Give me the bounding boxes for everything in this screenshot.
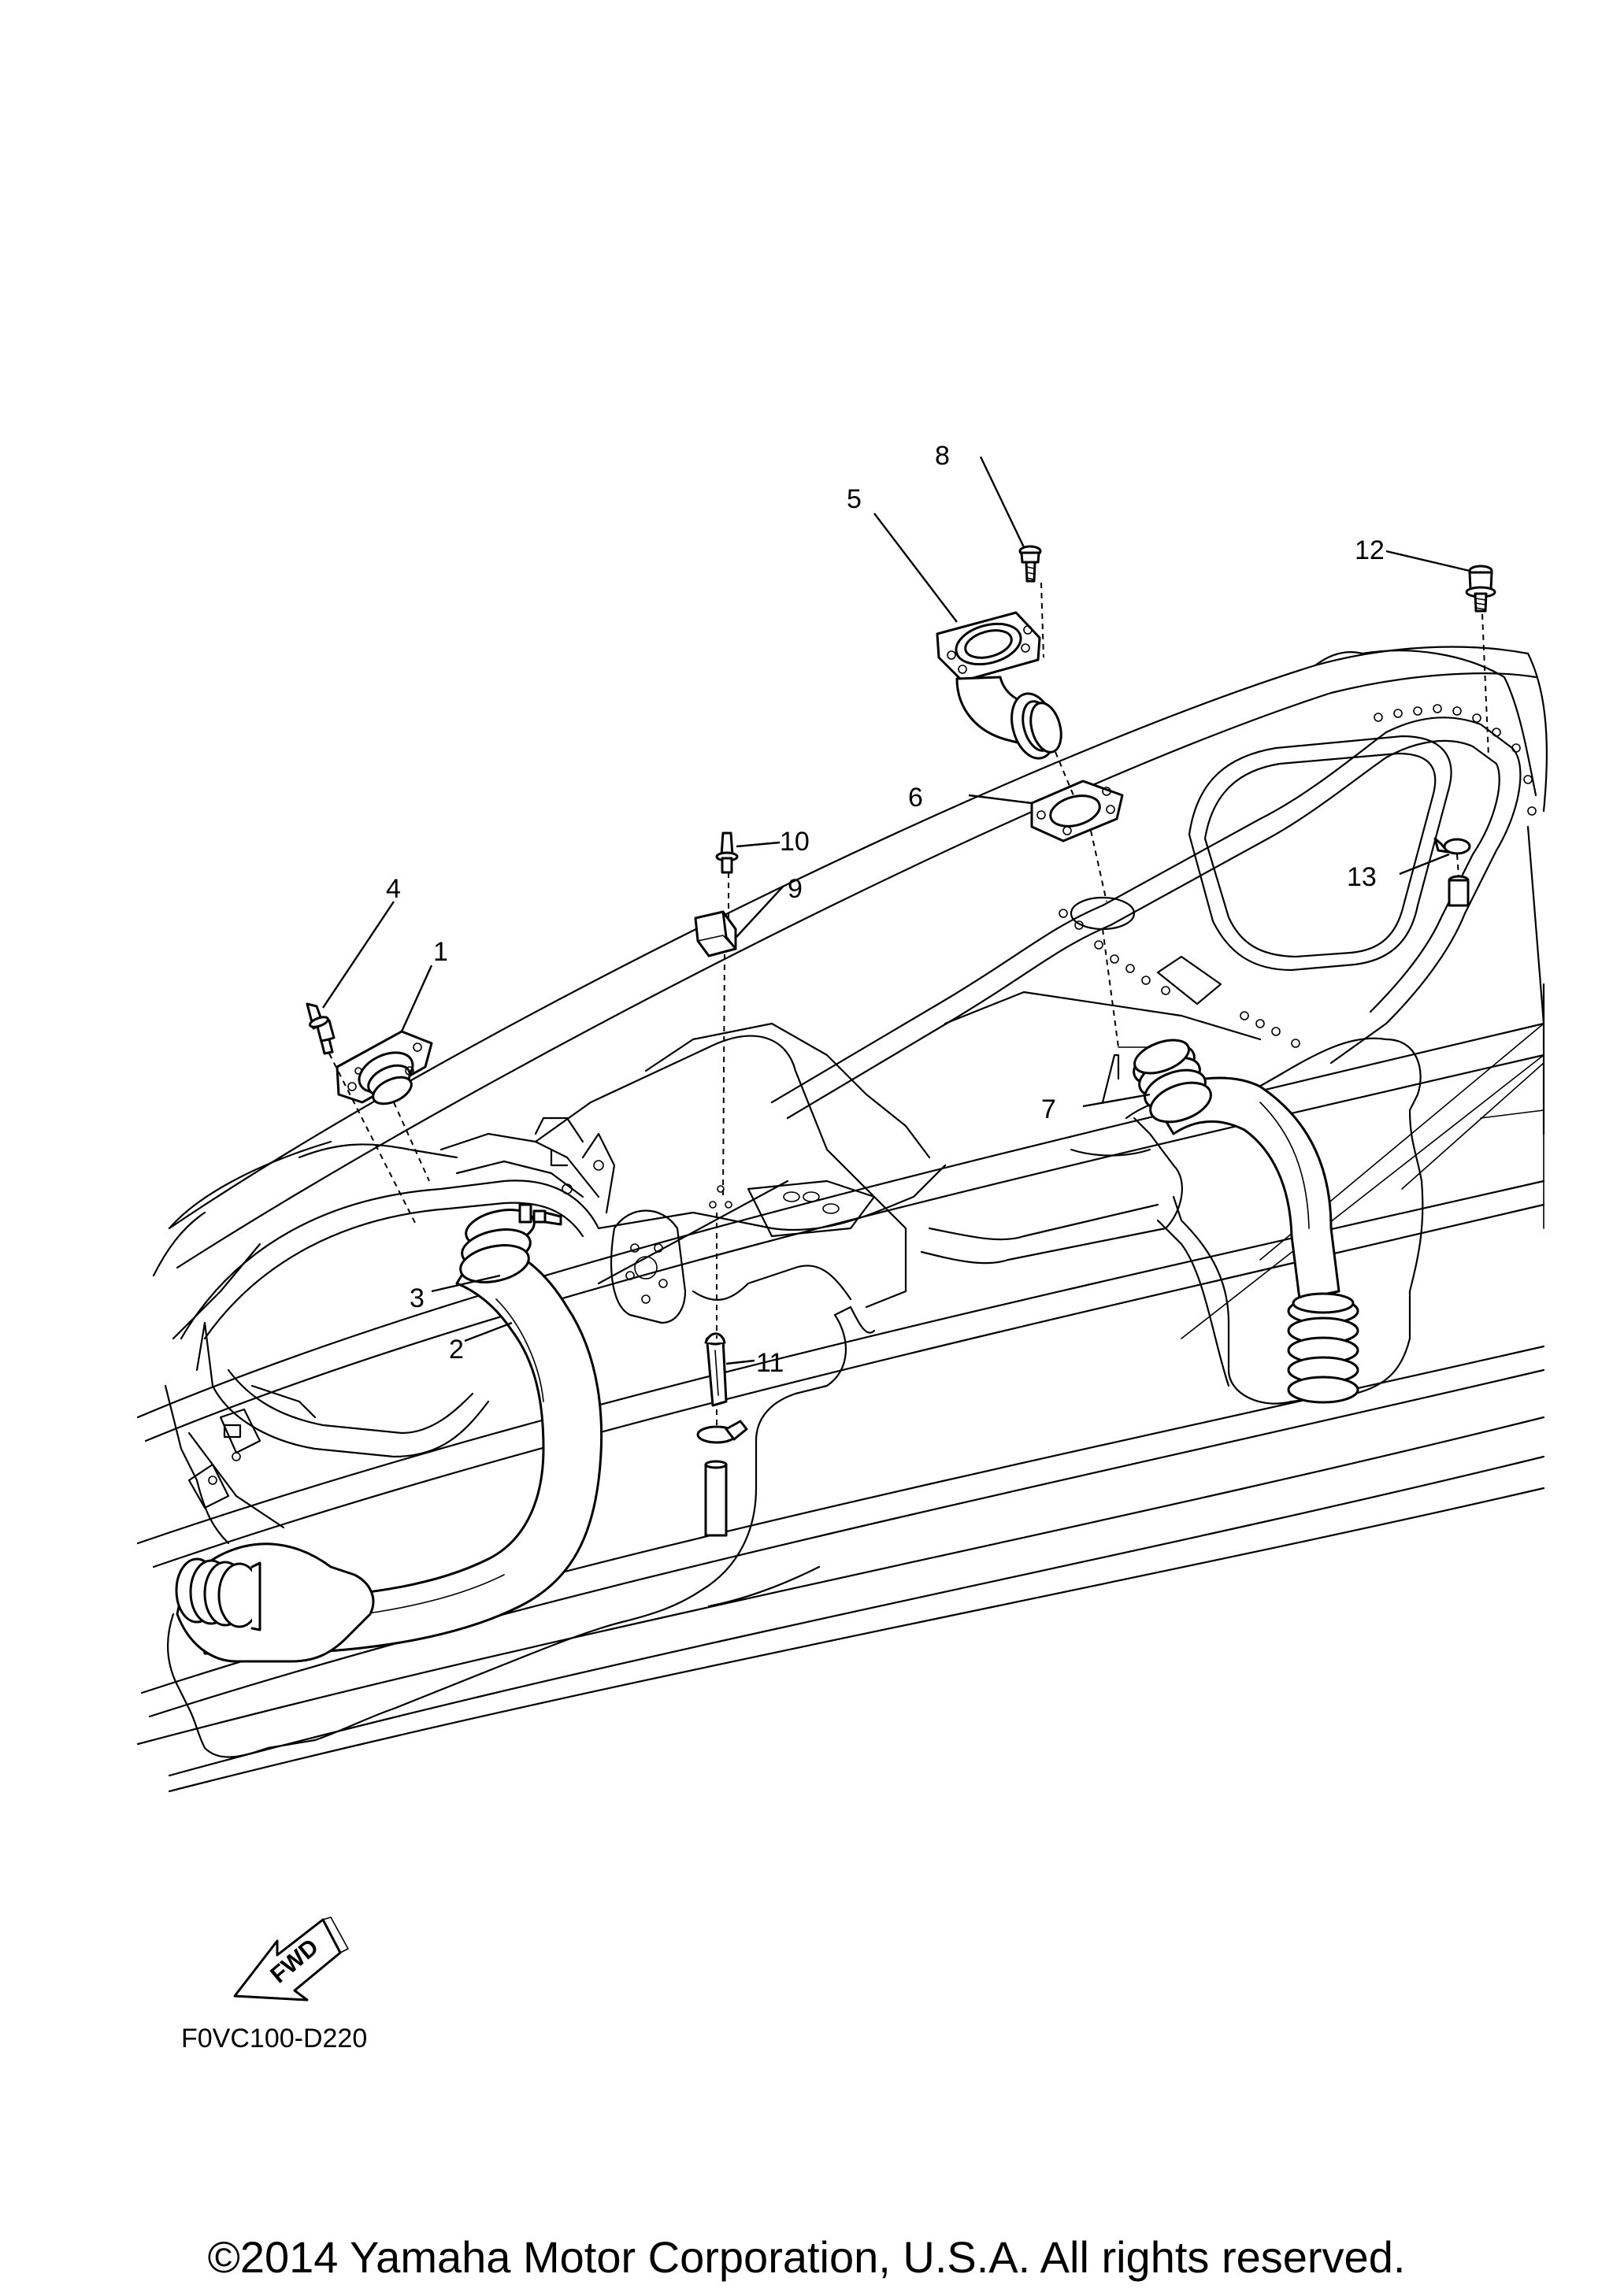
- callout-10: 10: [780, 827, 810, 857]
- part-4-rivet: [306, 1002, 336, 1055]
- callout-12: 12: [1355, 535, 1385, 565]
- callout-leaders: [322, 456, 1470, 1365]
- deck-holes: [1059, 704, 1537, 1048]
- callout-3: 3: [410, 1283, 425, 1313]
- part-13-clamp: [1433, 837, 1471, 907]
- part-10-rivet: [715, 831, 739, 874]
- part-11-pin: [696, 1332, 748, 1537]
- front-footwell: [152, 1117, 616, 1545]
- deck-frame: [534, 704, 1537, 1324]
- part-1-duct-flange: [336, 1030, 433, 1105]
- callout-numbers: 1 2 3 4 5 6 7 8 9 10 11 12 13: [386, 441, 1385, 1378]
- part-9-clip: [694, 910, 737, 957]
- part-3-hose-clamp: [459, 1203, 562, 1283]
- diagram-code: F0VC100-D220: [181, 2024, 367, 2053]
- fwd-arrow-icon: FWD: [233, 1916, 349, 2002]
- part-2-bellows: [175, 1557, 261, 1631]
- part-8-screw: [1018, 545, 1042, 583]
- callout-7: 7: [1041, 1094, 1056, 1124]
- callout-13: 13: [1347, 862, 1377, 892]
- part-12-bolt: [1465, 565, 1496, 613]
- assembly-lines: [328, 582, 1489, 1429]
- callout-4: 4: [386, 874, 401, 904]
- callout-8: 8: [935, 441, 950, 471]
- callout-2: 2: [449, 1335, 464, 1365]
- part-2-front-duct: [167, 1242, 876, 1758]
- part-5-elbow: [936, 611, 1062, 760]
- callout-1: 1: [433, 937, 448, 967]
- callout-11: 11: [756, 1348, 784, 1378]
- part-7-lower-bellows: [1287, 1292, 1359, 1404]
- hull-outline: [136, 646, 1548, 1793]
- part-6-gasket: [1030, 780, 1124, 842]
- part-7-upper-bellows: [1133, 1039, 1212, 1124]
- part-7-rear-duct: [1101, 1037, 1424, 1405]
- callout-5: 5: [847, 484, 862, 514]
- callout-6: 6: [908, 783, 923, 813]
- copyright-notice: ©2014 Yamaha Motor Corporation, U.S.A. A…: [208, 2232, 1406, 2282]
- callout-9: 9: [788, 874, 803, 904]
